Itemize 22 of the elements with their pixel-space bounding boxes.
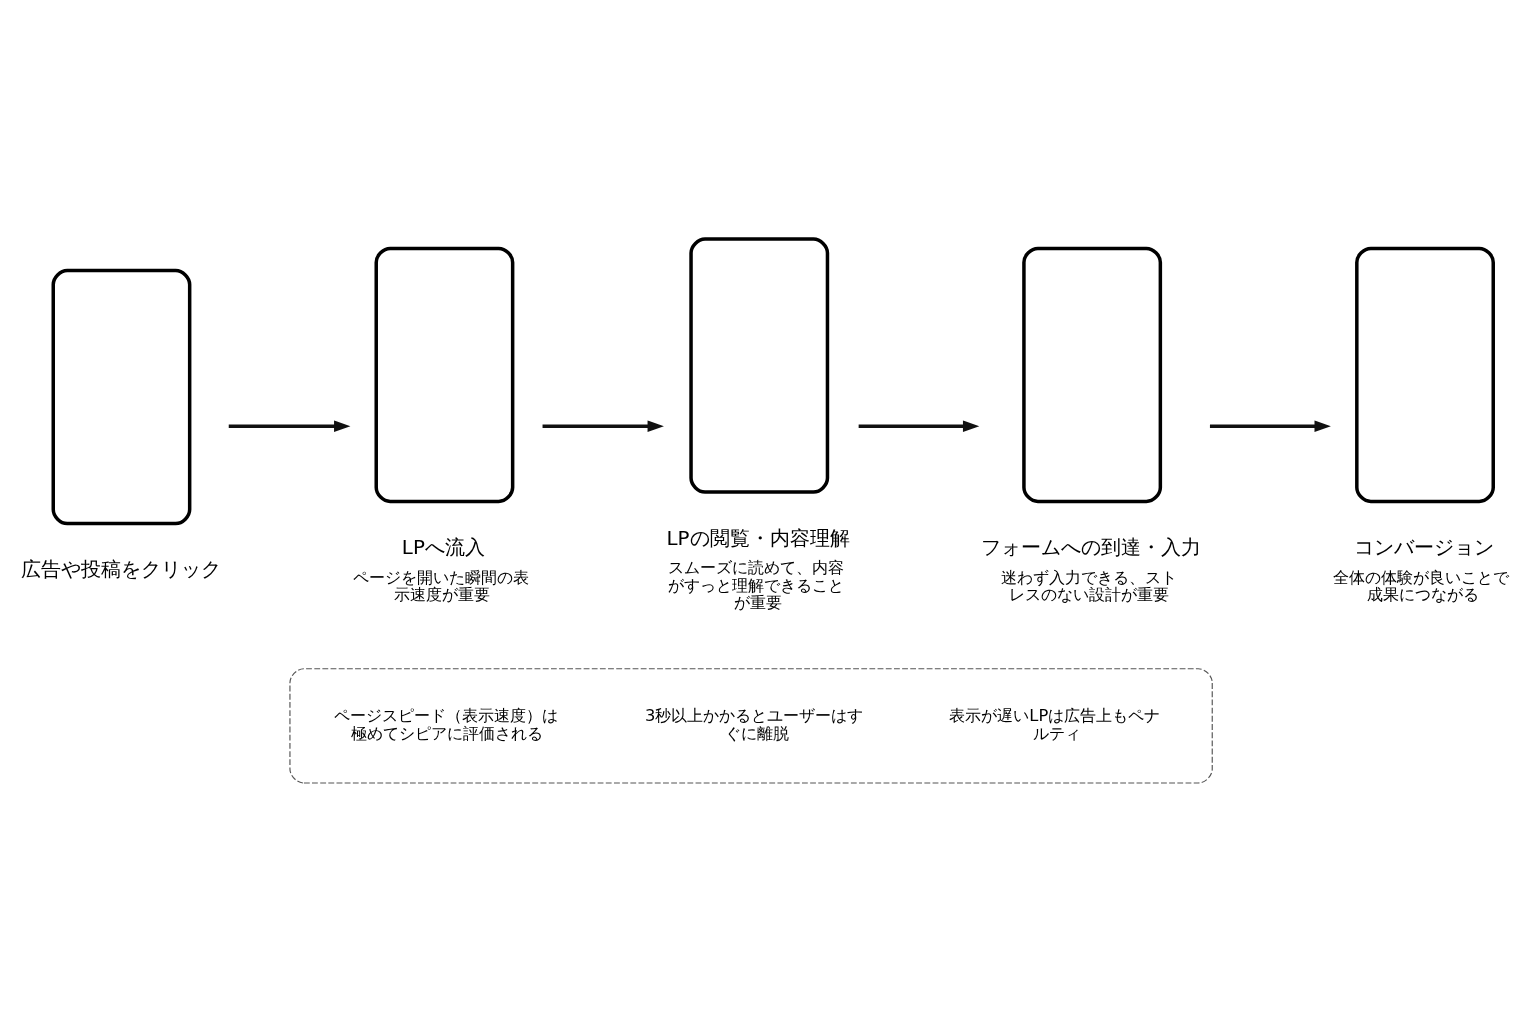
node-box (689, 236, 830, 494)
node-box (1355, 246, 1495, 503)
node-label: LPの閲覧・内容理解 (666, 526, 850, 550)
node-label: 全体の体験が良いことで成果につながる (1333, 567, 1510, 604)
node-label: 迷わず入力できる、ストレスのない設計が重要 (1000, 567, 1177, 604)
node-box (374, 246, 515, 503)
arrow (228, 420, 351, 432)
node-label: フォームへの到達・入力 (981, 535, 1202, 559)
node-text: ページスピード（表示速度）は極めてシピアに評価される (334, 705, 559, 743)
node-label: コンバージョン (1354, 535, 1495, 559)
arrow (1209, 420, 1331, 432)
cluster (289, 667, 1213, 784)
arrow (542, 420, 664, 432)
node-text: 3秒以上かかるとユーザーはすぐに離脱 (644, 705, 864, 743)
node-label: ページを開いた瞬間の表示速度が重要 (352, 567, 529, 604)
node-label: 広告や投稿をクリック (20, 557, 221, 581)
node-label: LPへ流入 (401, 535, 485, 559)
node-box (51, 268, 192, 525)
node-box (1022, 246, 1163, 503)
node-label: スムーズに読めて、内容がすっと理解できることが重要 (667, 557, 844, 612)
node-text: 表示が遅いLPは広告上もペナルティ (949, 705, 1161, 743)
arrow (858, 420, 980, 432)
